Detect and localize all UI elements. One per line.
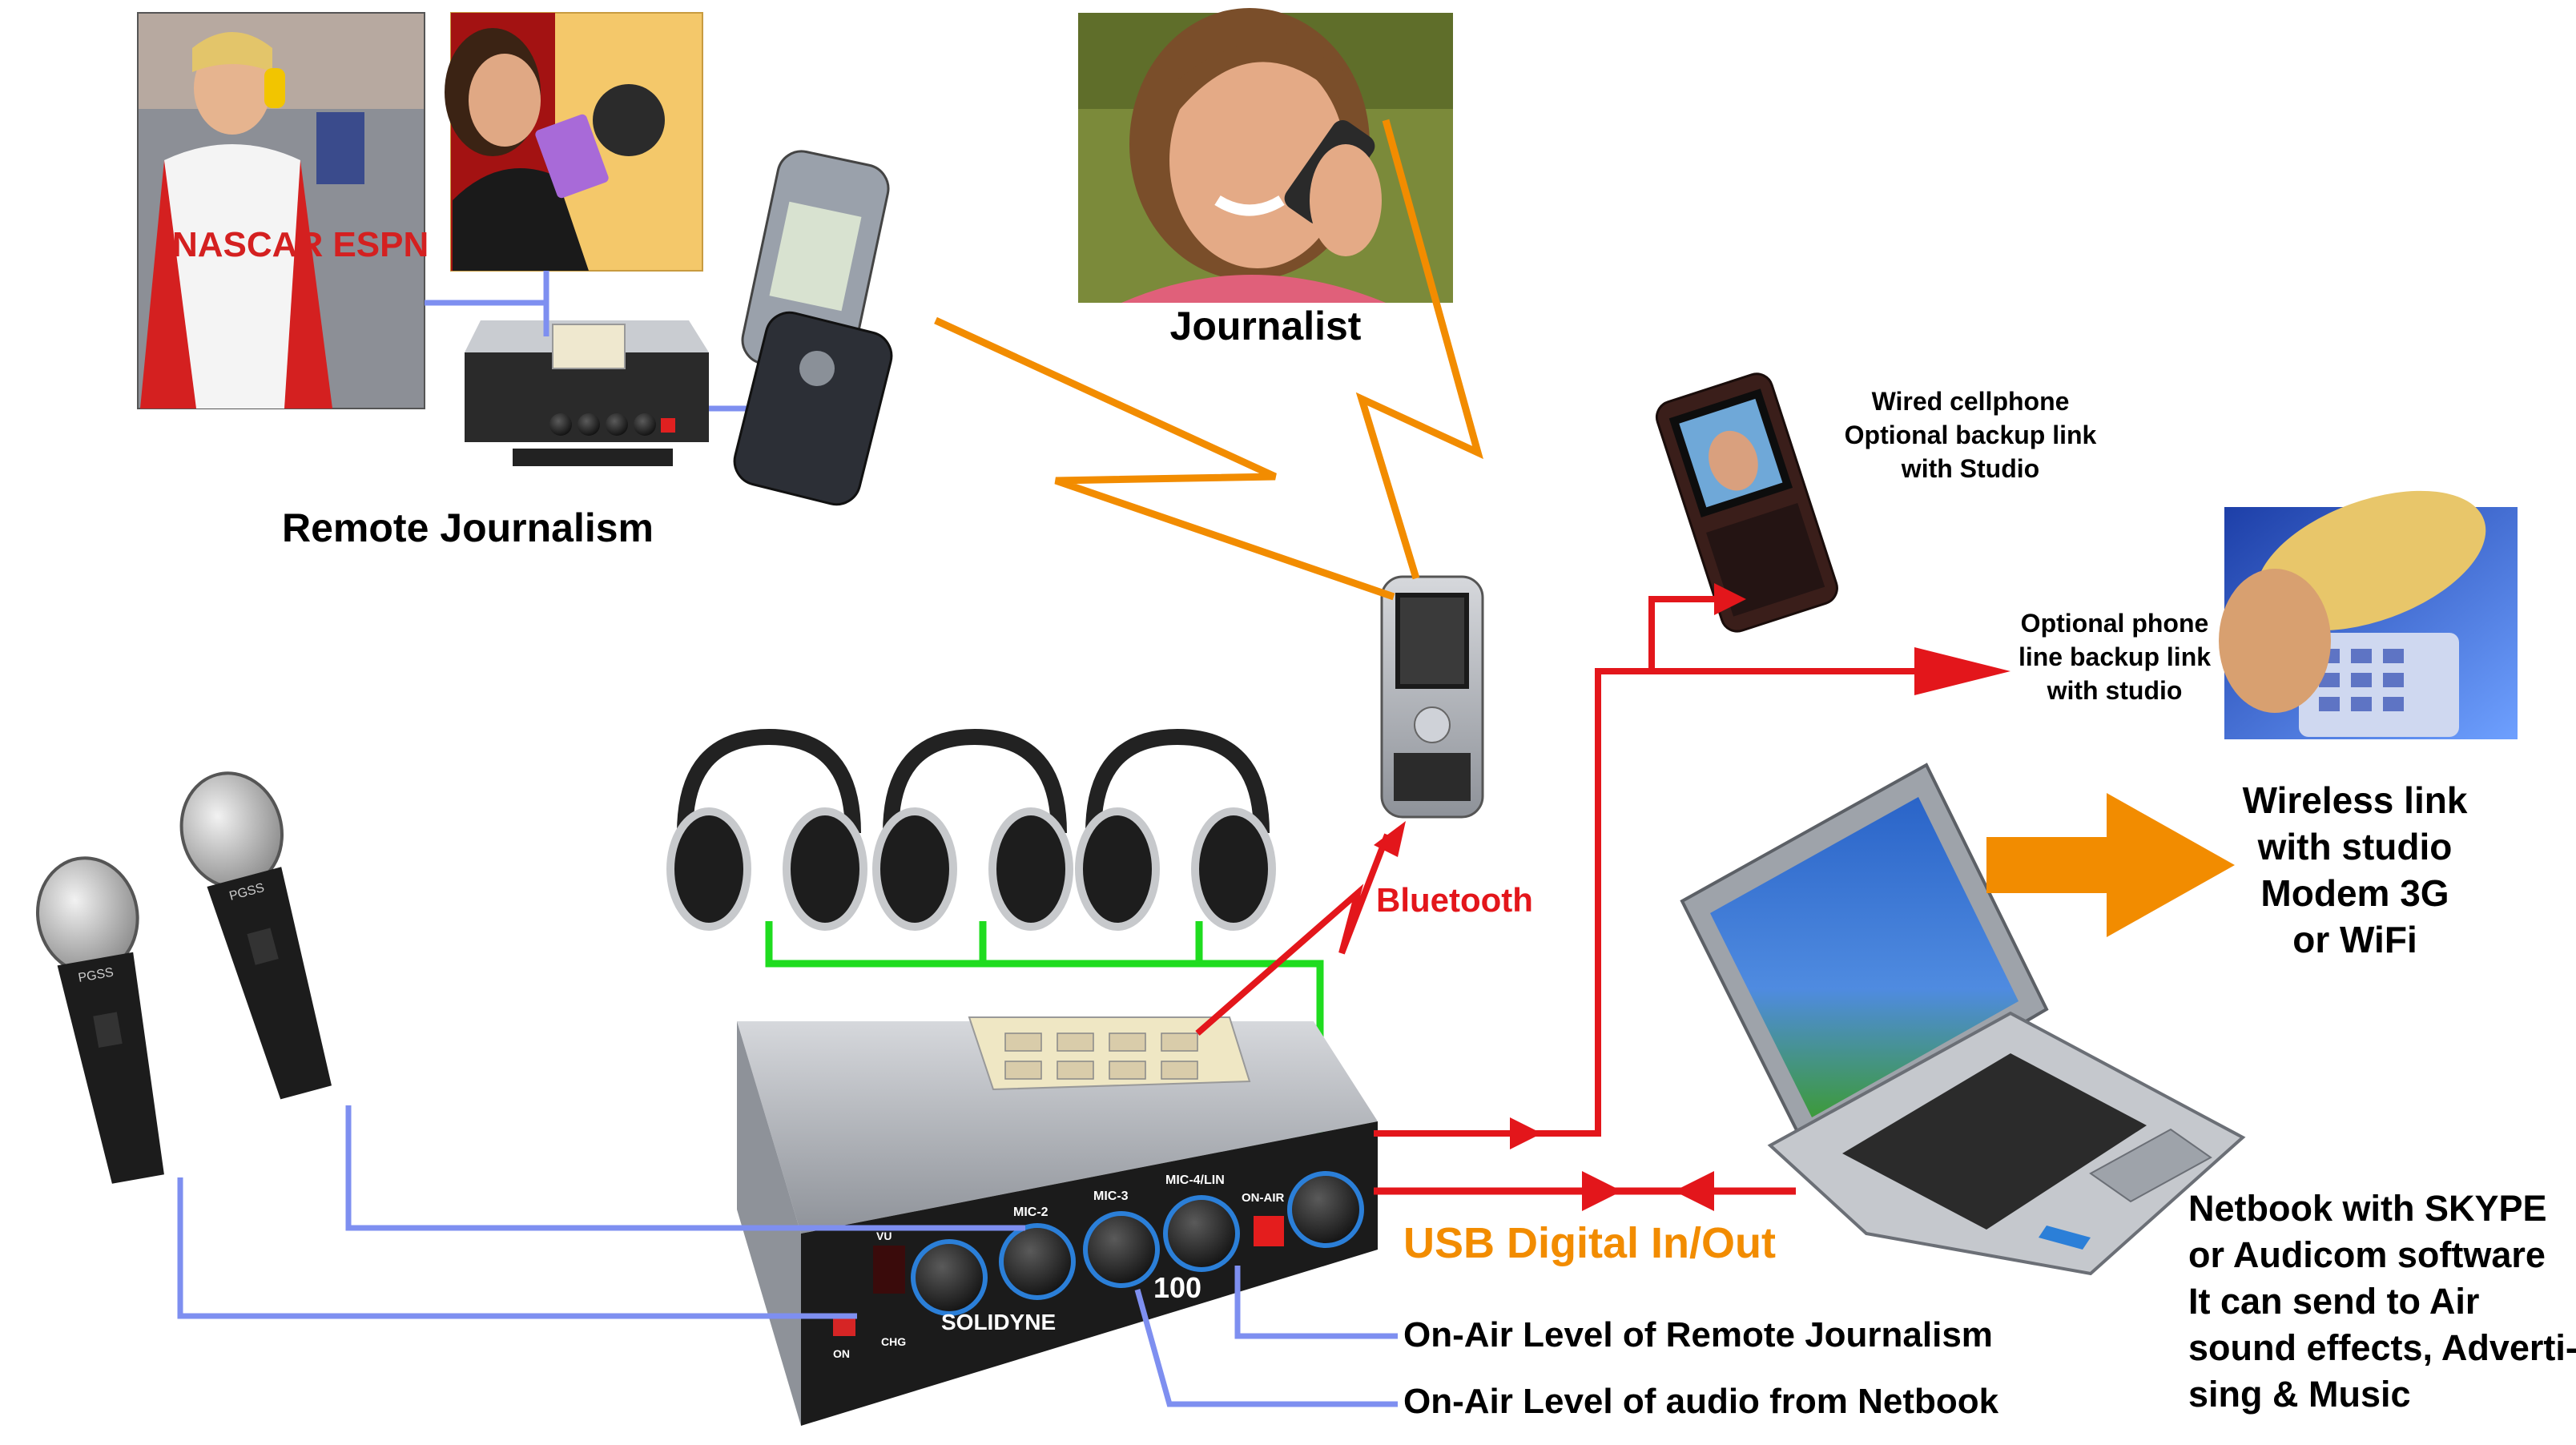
label-netbook: Netbook with SKYPE or Audicom software I… (2188, 1185, 2576, 1418)
label-journalist: Journalist (1169, 304, 1362, 348)
red-backup-links (1374, 583, 2010, 1149)
label-phone-line-line2: line backup link (2018, 642, 2212, 671)
label-wired-cellphone-line3: with Studio (1901, 454, 2040, 483)
mixer-model: 100 (1153, 1271, 1201, 1304)
racer-photo: NASCAR ESPN (137, 12, 429, 409)
mixer-label-mic2: MIC-2 (1013, 1206, 1049, 1219)
mixer-label-vu: VU (876, 1230, 892, 1242)
main-mixer: MIC-2 MIC-3 MIC-4/LIN ON-AIR VU ON CHG S… (737, 1016, 1378, 1426)
label-wireless-link: Wireless link with studio Modem 3G or Wi… (2195, 777, 2515, 963)
label-netbook-line5: sing & Music (2188, 1374, 2411, 1415)
flip-phone (733, 150, 893, 506)
wired-cellphone (1655, 372, 1838, 633)
headphones (666, 728, 1276, 931)
label-remote-journalism: Remote Journalism (282, 505, 654, 550)
racer-suit-logo: NASCAR ESPN (172, 225, 429, 264)
label-wireless-line4: or WiFi (2292, 919, 2417, 960)
mixer-label-onair: ON-AIR (1242, 1191, 1284, 1205)
mixer-brand: SOLIDYNE (941, 1310, 1056, 1334)
headphone-2 (872, 728, 1073, 931)
journalist-photo (1078, 8, 1453, 303)
label-wired-cellphone-line1: Wired cellphone (1871, 387, 2070, 416)
label-wireless-line1: Wireless link (2242, 779, 2468, 821)
label-phone-line-line3: with studio (2047, 676, 2183, 705)
reporter-photo (445, 12, 703, 272)
mixer-label-mic4: MIC-4/LIN (1165, 1173, 1225, 1187)
label-onair-remote: On-Air Level of Remote Journalism (1403, 1315, 1993, 1354)
slide-phone (1380, 575, 1484, 819)
label-wireless-line2: with studio (2257, 826, 2453, 867)
label-wireless-line3: Modem 3G (2260, 872, 2449, 914)
wireless-arrow (1986, 793, 2235, 937)
headphone-1 (666, 728, 867, 931)
blue-audio-lines (177, 1105, 1398, 1407)
remote-mixer (465, 320, 709, 466)
label-bluetooth: Bluetooth (1376, 881, 1533, 919)
label-phone-line-line1: Optional phone (2020, 609, 2209, 638)
mixer-label-on: ON (833, 1347, 850, 1360)
mic-right: PGSS (179, 771, 332, 1100)
mixer-label-chg: CHG (881, 1335, 906, 1348)
label-netbook-line2: or Audicom software (2188, 1234, 2546, 1275)
headphone-3 (1075, 728, 1276, 931)
bluetooth-link (1195, 821, 1406, 1036)
mixer-knobs (911, 1171, 1364, 1316)
mic-left: PGSS (35, 856, 164, 1184)
netbook (1680, 763, 2246, 1276)
label-wired-cellphone: Wired cellphone Optional backup link wit… (1814, 384, 2127, 485)
mixer-keypad (968, 1016, 1251, 1091)
label-netbook-line4: sound effects, Adverti- (2188, 1327, 2576, 1368)
label-phone-line: Optional phone line backup link with stu… (1998, 606, 2231, 707)
label-usb: USB Digital In/Out (1403, 1219, 1776, 1267)
orange-links (934, 119, 1483, 601)
mixer-label-mic3: MIC-3 (1093, 1189, 1129, 1203)
label-netbook-line3: It can send to Air (2188, 1281, 2480, 1322)
label-netbook-line1: Netbook with SKYPE (2188, 1188, 2547, 1229)
mixer-onair-button (1254, 1216, 1284, 1246)
label-onair-netbook: On-Air Level of audio from Netbook (1403, 1382, 1999, 1421)
label-wired-cellphone-line2: Optional backup link (1844, 421, 2097, 449)
usb-link (1374, 1171, 1796, 1211)
mixer-vu (873, 1246, 905, 1294)
deskphone-photo (2219, 490, 2518, 739)
